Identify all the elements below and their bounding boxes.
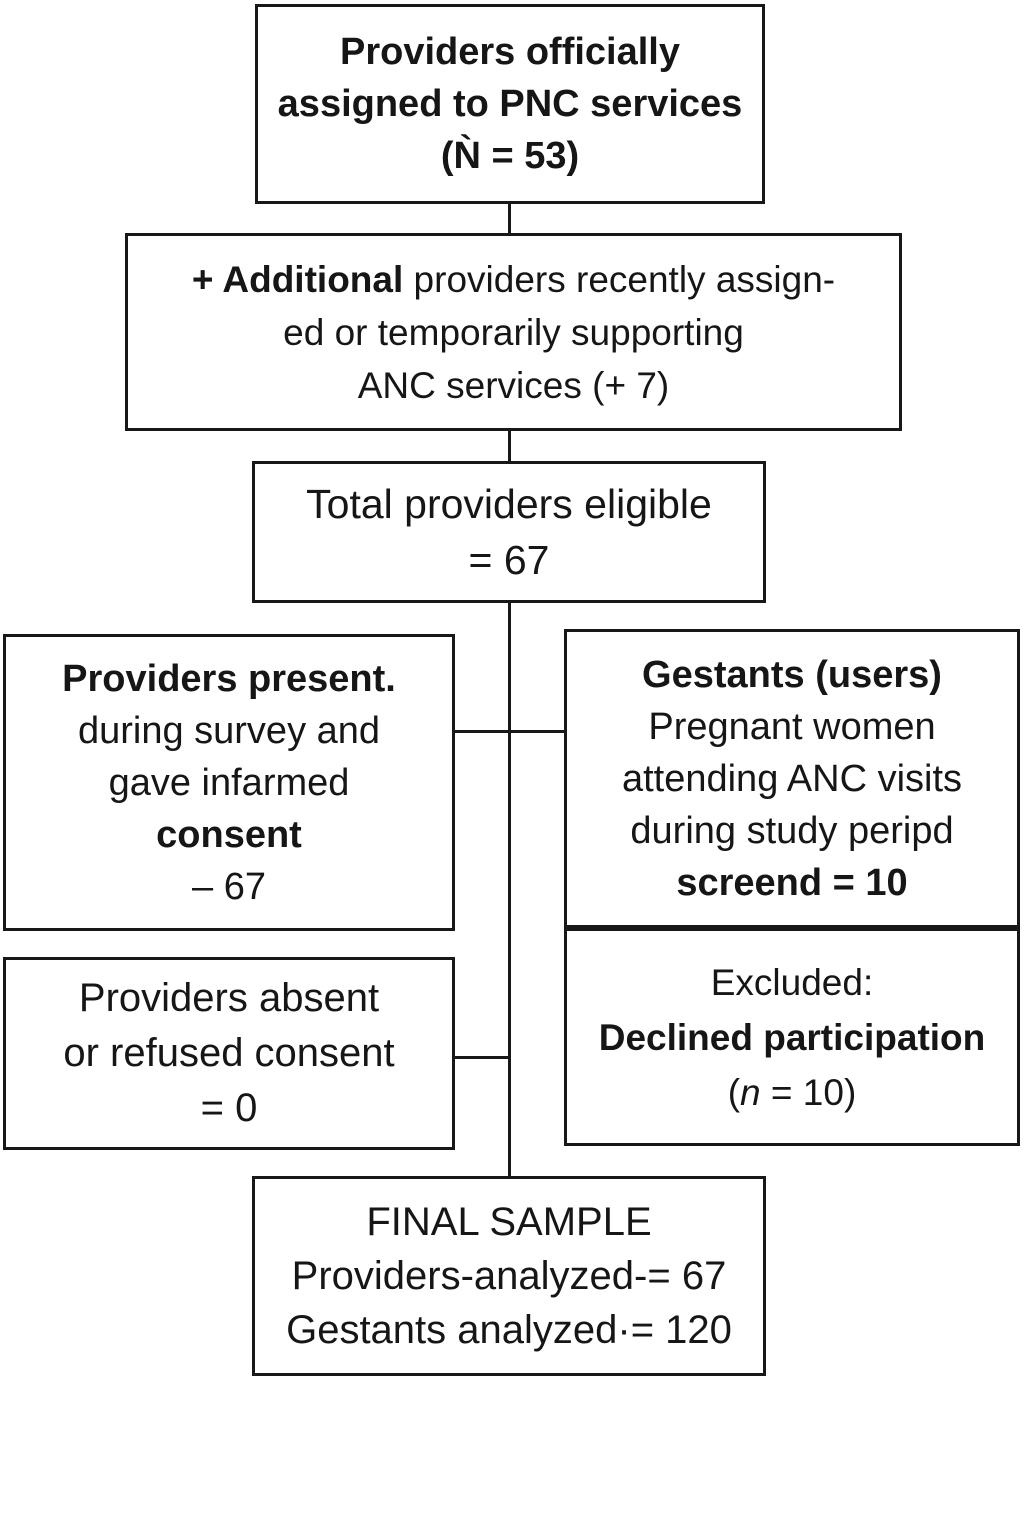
box-line: Gestants (users) xyxy=(642,653,942,696)
connector-central-spine xyxy=(508,603,511,1176)
box-gestants-users: Gestants (users) Pregnant women attendin… xyxy=(564,629,1020,928)
box-line-rest: providers recently assign- xyxy=(403,258,836,300)
n-value: = 10) xyxy=(760,1071,857,1113)
box-line: ed or temporarily supporting xyxy=(283,311,744,353)
box-line: (Ǹ = 53) xyxy=(440,135,580,177)
connector-horizontal-absent xyxy=(453,1056,510,1059)
box-line: + Additional providers recently assign- xyxy=(192,253,835,306)
box-line: Gestants analyzed·= 120 xyxy=(286,1308,732,1352)
box-final-sample: FINAL SAMPLE Providers-analyzed-= 67 Ges… xyxy=(252,1176,766,1376)
box-line: Declined participation xyxy=(598,1016,986,1058)
box-line: assigned to PNC services xyxy=(277,83,743,125)
box-providers-absent: Providers absent or refused consent = 0 xyxy=(3,957,455,1150)
box-line: consent xyxy=(156,813,302,856)
box-line: during survey and xyxy=(77,709,381,752)
box-line: = 0 xyxy=(200,1086,258,1130)
box-line: = 67 xyxy=(468,537,550,583)
n-symbol: n xyxy=(740,1071,761,1113)
box-line: during study peripd xyxy=(630,809,954,852)
box-line: or refused consent xyxy=(63,1031,395,1075)
connector-vertical-middle xyxy=(508,431,511,461)
box-line: – 67 xyxy=(192,865,266,908)
box-line: attending ANC visits xyxy=(621,757,963,800)
connector-vertical-top xyxy=(508,204,511,233)
box-line: screend = 10 xyxy=(676,861,908,904)
box-total-eligible: Total providers eligible = 67 xyxy=(252,461,766,603)
box-line: ANC services (+ 7) xyxy=(357,364,670,406)
box-line-bold-lead: + Additional xyxy=(191,258,404,300)
box-line: Excluded: xyxy=(710,961,874,1003)
box-providers-assigned: Providers officially assigned to PNC ser… xyxy=(255,4,765,204)
paren-open: ( xyxy=(727,1071,741,1113)
box-line: Providers absent xyxy=(78,976,380,1020)
box-line: Providers-analyzed-= 67 xyxy=(291,1254,727,1298)
box-providers-present: Providers present. during survey and gav… xyxy=(3,634,455,931)
box-line: Total providers eligible xyxy=(306,481,712,527)
box-line: FINAL SAMPLE xyxy=(366,1200,652,1244)
box-line: (n = 10) xyxy=(728,1065,857,1120)
box-excluded: Excluded: Declined participation (n = 10… xyxy=(564,928,1020,1146)
box-line: Pregnant women xyxy=(648,705,936,748)
box-line: Providers officially xyxy=(339,31,680,73)
connector-horizontal-present-gestants xyxy=(455,730,566,733)
box-additional-providers: + Additional providers recently assign- … xyxy=(125,233,902,431)
box-line: Providers present. xyxy=(62,657,396,700)
box-line: gave infarmed xyxy=(108,761,350,804)
